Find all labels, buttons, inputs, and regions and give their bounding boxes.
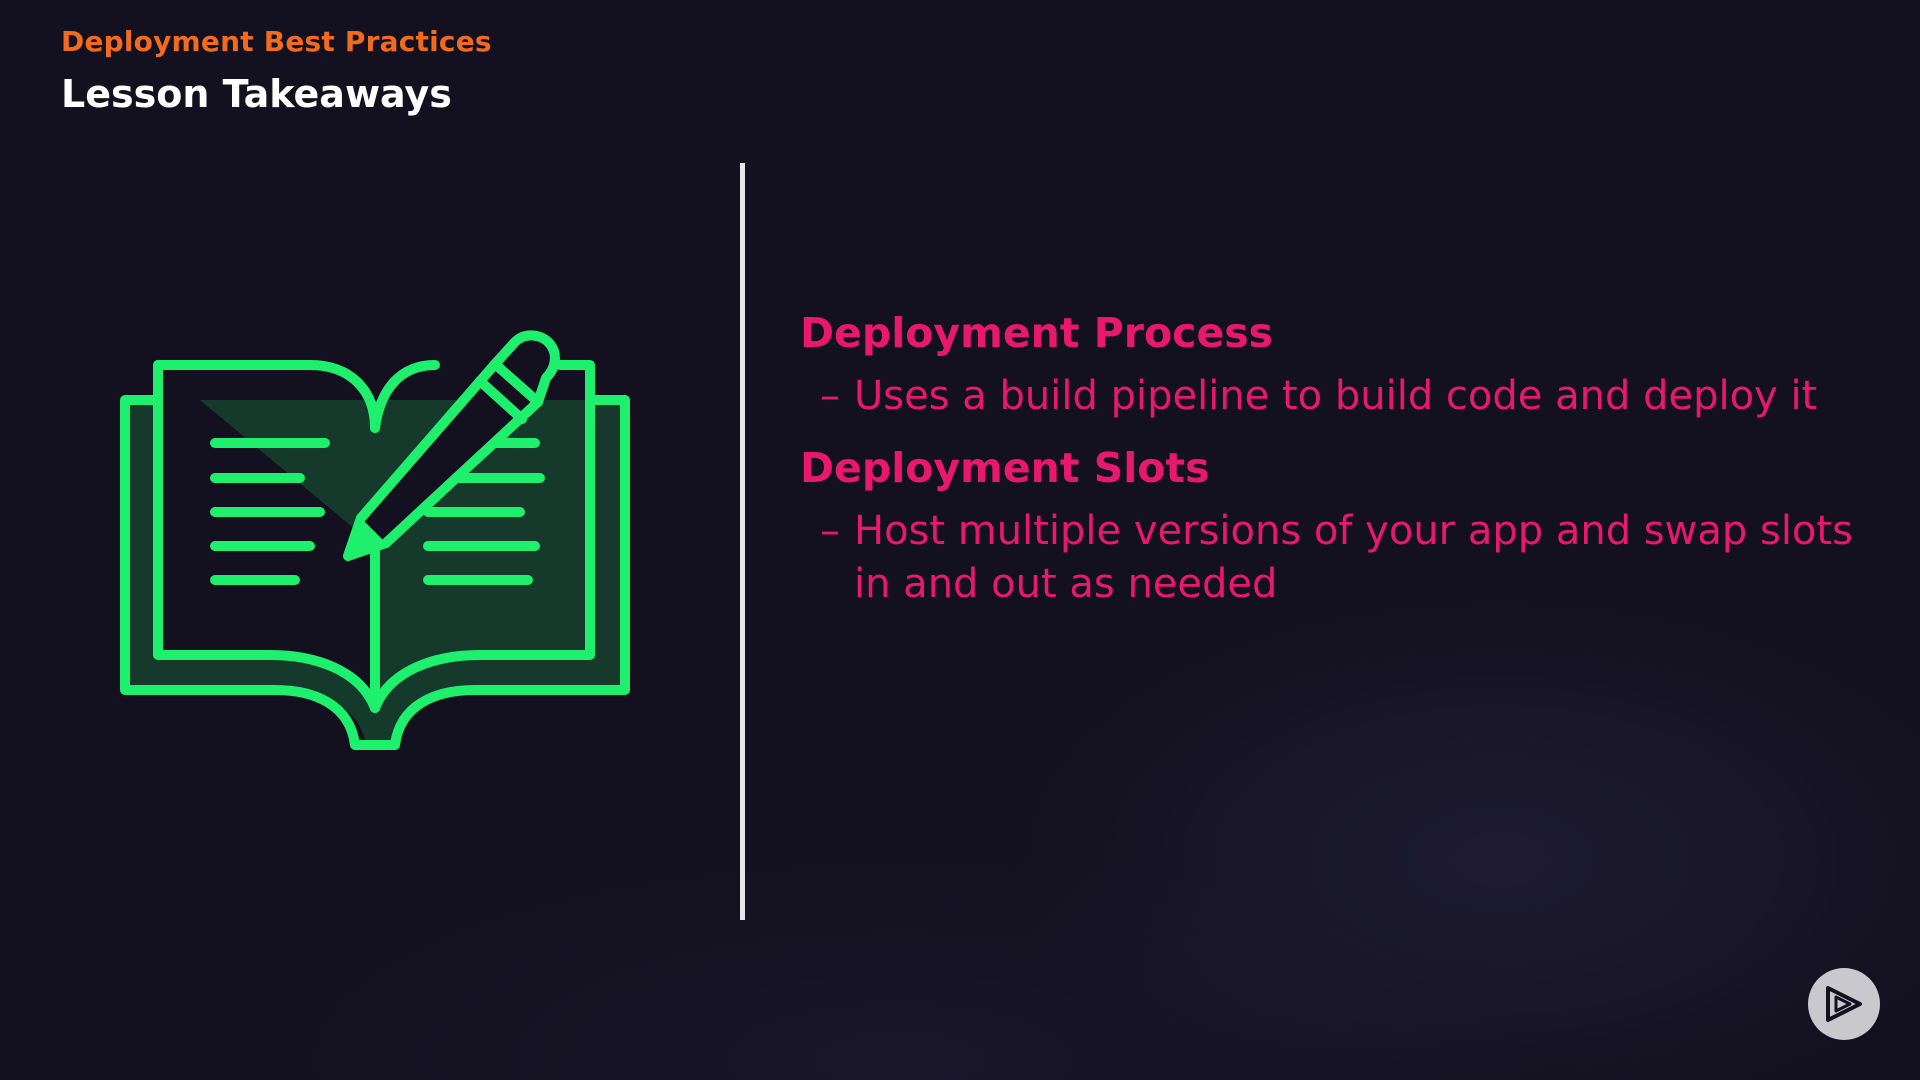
- takeaway-bullet: – Host multiple versions of your app and…: [800, 505, 1860, 611]
- bullet-text: Host multiple versions of your app and s…: [854, 508, 1853, 607]
- takeaways-list: Deployment Process – Uses a build pipeli…: [800, 306, 1860, 629]
- takeaway-heading: Deployment Slots: [800, 444, 1210, 492]
- bullet-text: Uses a build pipeline to build code and …: [854, 373, 1818, 419]
- bullet-marker: –: [820, 508, 840, 554]
- takeaway-item: Deployment Slots – Host multiple version…: [800, 441, 1860, 611]
- course-kicker: Deployment Best Practices: [61, 25, 492, 58]
- open-book-with-pencil-icon: [110, 310, 640, 760]
- takeaway-bullet: – Uses a build pipeline to build code an…: [800, 370, 1860, 423]
- vertical-divider: [740, 163, 745, 920]
- slide-title: Lesson Takeaways: [61, 72, 452, 116]
- bullet-marker: –: [820, 373, 840, 419]
- takeaway-item: Deployment Process – Uses a build pipeli…: [800, 306, 1860, 423]
- play-logo-icon: [1808, 968, 1880, 1040]
- takeaway-heading: Deployment Process: [800, 309, 1274, 357]
